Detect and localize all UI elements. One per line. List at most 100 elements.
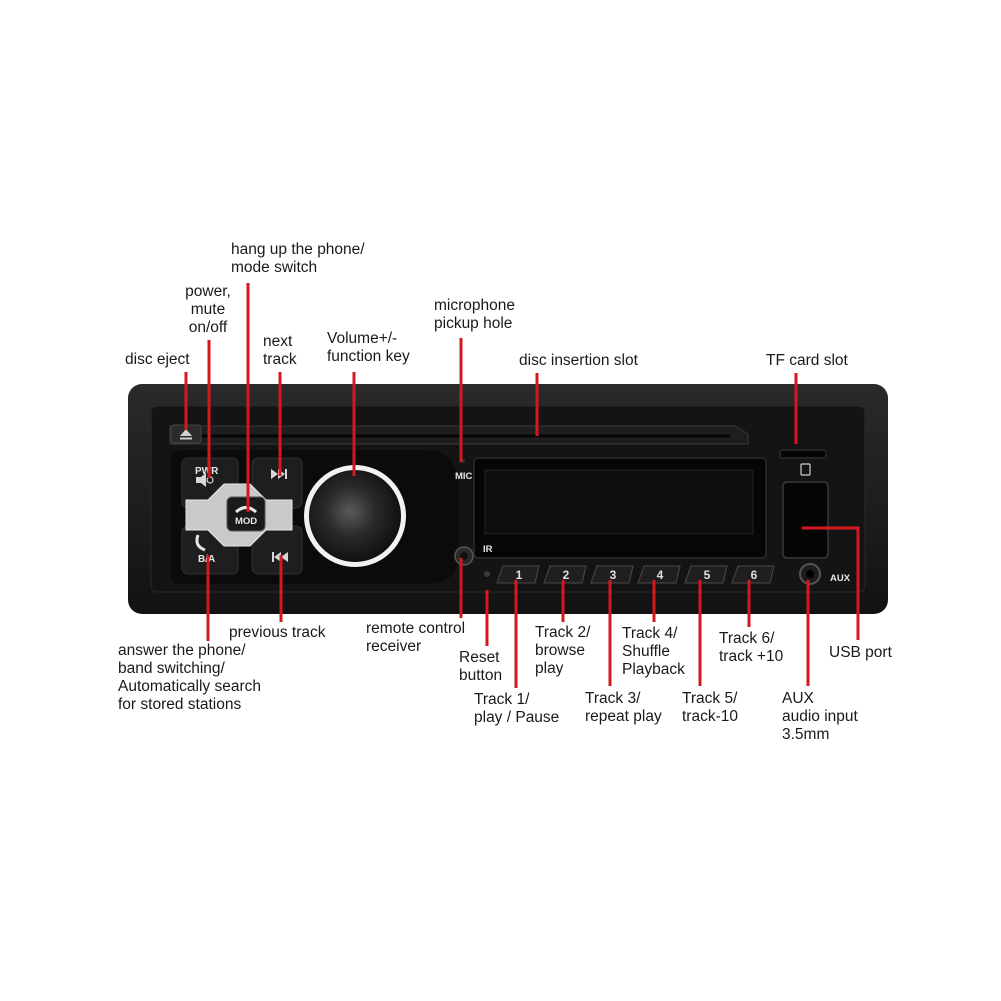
label-line: Track 4/ [622,625,678,642]
label-line: track [263,351,297,368]
label-line: disc insertion slot [519,352,638,369]
preset-button-4[interactable] [637,565,681,584]
label-line: button [459,667,503,684]
label-line: Track 6/ [719,630,775,647]
preset-button-label: 6 [751,568,758,582]
mute-icon-cone [201,473,206,487]
preset-button-label: 4 [657,568,664,582]
label-line: play [535,660,564,677]
ir-text: IR [483,544,493,555]
label-line: next [263,333,293,350]
label-line: Volume+/- [327,330,398,347]
display-screen [484,469,754,535]
prev-track-icon [274,552,281,562]
label-answer-phone: answer the phone/band switching/Automati… [118,642,261,714]
mic-text: MIC [455,471,473,482]
label-previous-track: previous track [229,624,325,642]
prev-track-icon-2 [281,552,288,562]
label-line: Track 3/ [585,690,641,707]
preset-button-label: 5 [704,568,711,582]
pwr-text: PWR [195,466,219,477]
preset-buttons: 1 2 3 4 5 6 [496,565,775,584]
label-line: TF card slot [766,352,848,369]
label-line: function key [327,348,410,365]
prev-track-icon-bar [272,552,274,562]
label-line: on/off [188,319,228,336]
label-line: browse [535,642,585,659]
label-line: for stored stations [118,696,242,713]
mod-button[interactable] [226,496,266,532]
preset-button-label: 1 [516,568,523,582]
preset-button-label: 3 [610,568,617,582]
usb-port[interactable] [782,481,829,559]
label-line: Track 5/ [682,690,738,707]
preset-button-1[interactable] [496,565,540,584]
label-track6: Track 6/track +10 [719,630,783,666]
sd-card-icon [800,463,811,476]
mute-icon [196,477,201,483]
preset-button-5[interactable] [684,565,728,584]
tf-card-slot[interactable] [779,449,827,459]
label-line: play / Pause [474,709,560,726]
eject-icon-bar [180,437,192,440]
label-line: hang up the phone/ [231,241,365,258]
label-track1: Track 1/play / Pause [474,691,559,727]
label-line: USB port [829,644,892,661]
label-usb-port: USB port [829,644,892,662]
aux-text: AUX [830,573,851,584]
label-volume: Volume+/-function key [327,330,410,366]
phone-hangup-icon [234,506,258,514]
label-line: Shuffle [622,643,670,660]
label-line: track-10 [682,708,738,725]
reset-hole[interactable] [484,571,490,577]
pointer-usb [802,526,860,640]
label-line: microphone [434,297,515,314]
label-line: repeat play [585,708,662,725]
label-line: remote control [366,620,466,637]
label-line: pickup hole [434,315,513,332]
label-line: audio input [782,708,858,725]
label-line: previous track [229,624,326,641]
label-track5: Track 5/track-10 [682,690,738,726]
preset-button-2[interactable] [543,565,587,584]
label-line: mode switch [231,259,318,276]
preset-button-label: 2 [563,568,570,582]
label-line: Track 2/ [535,624,591,641]
label-tf-card: TF card slot [766,352,848,370]
phone-answer-icon [195,534,206,552]
label-disc-slot: disc insertion slot [519,352,638,370]
label-line: receiver [366,638,422,655]
label-hangup: hang up the phone/mode switch [231,241,365,277]
label-line: Playback [622,661,685,678]
label-line: Reset [459,649,500,666]
next-track-icon [271,469,278,479]
label-line: disc eject [125,351,190,368]
preset-button-6[interactable] [731,565,775,584]
aux-jack-hole [806,570,814,578]
label-line: power, [185,283,231,300]
label-line: track +10 [719,648,784,665]
label-line: answer the phone/ [118,642,246,659]
label-disc-eject: disc eject [125,351,190,369]
mod-text: MOD [235,516,257,527]
label-line: AUX [782,690,814,707]
label-line: Automatically search [118,678,262,695]
next-track-icon-bar [285,469,287,479]
pointer-lines [184,283,860,688]
label-line: mute [190,301,226,318]
label-line: Track 1/ [474,691,530,708]
eject-icon [180,429,192,436]
volume-knob[interactable] [309,470,401,562]
label-line: 3.5mm [782,726,830,743]
preset-button-3[interactable] [590,565,634,584]
